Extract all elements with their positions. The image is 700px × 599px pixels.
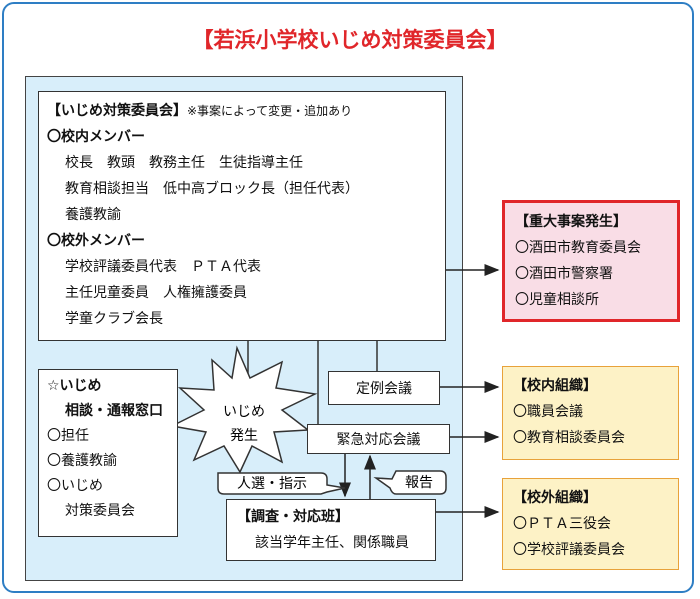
serious-heading: 【重大事案発生】 — [515, 214, 627, 230]
internal-org-item: 〇教育相談委員会 — [513, 430, 625, 446]
internal-member-line: 校長 教頭 教務主任 生徒指導主任 — [65, 155, 303, 171]
window-item: 〇養護教諭 — [47, 453, 117, 469]
external-member-line: 学校評議委員代表 ＰＴＡ代表 — [65, 259, 261, 275]
external-org-heading: 【校外組織】 — [513, 490, 597, 506]
window-item: 〇いじめ — [47, 478, 103, 494]
incident-burst — [169, 345, 318, 474]
external-member-line: 主任児童委員 人権擁護委員 — [65, 285, 247, 301]
emergency-meeting-box: 緊急対応会議 — [307, 424, 450, 454]
outer-frame — [2, 2, 694, 593]
report-callout-shape — [373, 470, 447, 495]
serious-incident-box: 【重大事案発生】 〇酒田市教育委員会 〇酒田市警察署 〇児童相談所 — [502, 200, 680, 322]
burst-label: いじめ 発生 — [212, 400, 276, 448]
regular-meeting-box: 定例会議 — [328, 371, 440, 405]
selection-label: 人選・指示 — [237, 476, 307, 492]
burst-line-1: いじめ — [223, 404, 265, 420]
internal-members-heading: 〇校内メンバー — [47, 129, 145, 145]
window-heading-2: 相談・通報窓口 — [65, 403, 163, 419]
external-members-heading: 〇校外メンバー — [47, 233, 145, 249]
internal-member-line: 養護教諭 — [65, 207, 121, 223]
serious-item: 〇児童相談所 — [515, 292, 599, 308]
report-label: 報告 — [405, 475, 433, 491]
serious-item: 〇酒田市警察署 — [515, 266, 613, 282]
selection-callout-shape — [217, 472, 346, 495]
consultation-window-box: ☆いじめ 相談・通報窓口 〇担任 〇養護教諭 〇いじめ 対策委員会 — [38, 369, 178, 537]
committee-note: ※事案によって変更・追加あり — [187, 104, 353, 118]
window-item: 対策委員会 — [65, 503, 135, 519]
internal-org-heading: 【校内組織】 — [513, 378, 597, 394]
external-org-item: 〇ＰＴＡ三役会 — [513, 516, 611, 532]
internal-member-line: 教育相談担当 低中高ブロック長（担任代表） — [65, 181, 359, 197]
external-member-line: 学童クラブ会長 — [65, 311, 163, 327]
window-item: 〇担任 — [47, 428, 89, 444]
investigation-heading: 【調査・対応班】 — [237, 509, 349, 525]
investigation-members: 該当学年主任、関係職員 — [255, 535, 409, 551]
burst-line-2: 発生 — [230, 428, 258, 444]
external-org-item: 〇学校評議委員会 — [513, 542, 625, 558]
internal-org-item: 〇職員会議 — [513, 404, 583, 420]
internal-org-box: 【校内組織】 〇職員会議 〇教育相談委員会 — [502, 366, 679, 460]
serious-item: 〇酒田市教育委員会 — [515, 240, 641, 256]
investigation-team-box: 【調査・対応班】 該当学年主任、関係職員 — [226, 499, 436, 561]
external-org-box: 【校外組織】 〇ＰＴＡ三役会 〇学校評議委員会 — [502, 478, 679, 570]
committee-heading: 【いじめ対策委員会】 — [47, 103, 187, 119]
window-heading-1: ☆いじめ — [47, 378, 102, 394]
committee-box: 【いじめ対策委員会】※事案によって変更・追加あり 〇校内メンバー 校長 教頭 教… — [38, 91, 446, 341]
page-title: 【若浜小学校いじめ対策委員会】 — [192, 28, 508, 52]
